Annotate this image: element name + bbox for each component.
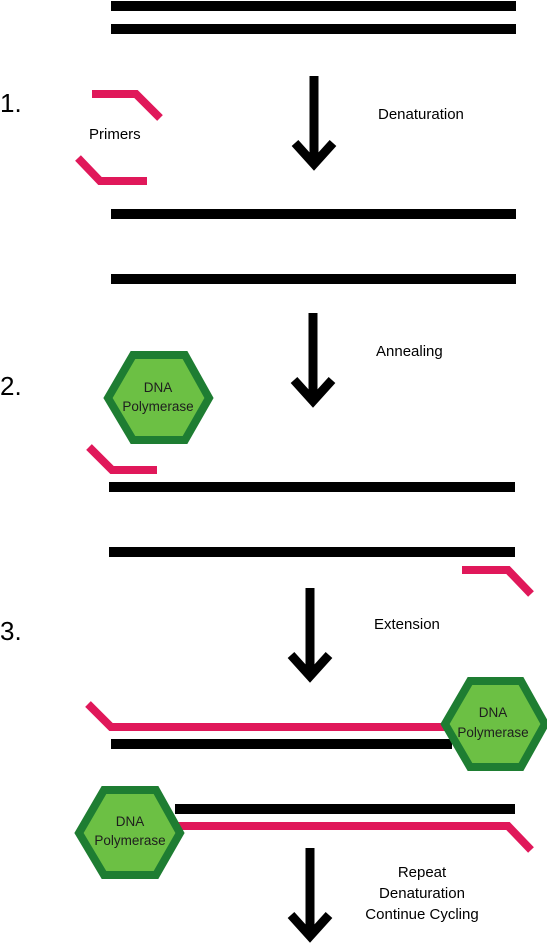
svg-text:Polymerase: Polymerase [94, 833, 165, 848]
repeat-denaturation-label: Denaturation [379, 885, 465, 902]
arrow-annealing [294, 313, 332, 401]
primers-label: Primers [89, 126, 141, 143]
svg-text:DNA: DNA [479, 705, 508, 720]
continue-cycling-label: Continue Cycling [365, 906, 478, 923]
step-label-denaturation: Denaturation [378, 106, 464, 123]
svg-text:Polymerase: Polymerase [457, 725, 528, 740]
dna-polymerase-3: DNA Polymerase [74, 786, 185, 879]
svg-text:Polymerase: Polymerase [122, 399, 193, 414]
dna-polymerase-2: DNA Polymerase [440, 677, 547, 771]
step-number-3: 3. [0, 616, 22, 646]
arrow-denaturation [295, 76, 333, 164]
svg-text:DNA: DNA [116, 814, 145, 829]
step-label-annealing: Annealing [376, 343, 443, 360]
arrow-extension [291, 588, 329, 676]
dna-polymerase-1: DNA Polymerase [103, 351, 214, 444]
primer-bottom [75, 155, 147, 185]
step-number-2: 2. [0, 371, 22, 401]
extended-strand-bottom [177, 822, 534, 853]
extended-strand-top [85, 701, 452, 731]
primer-annealed-bottom [462, 566, 534, 597]
svg-text:DNA: DNA [144, 380, 173, 395]
primer-annealed-top [86, 444, 157, 474]
repeat-label: Repeat [398, 864, 447, 881]
arrow-repeat [291, 848, 329, 936]
step-number-1: 1. [0, 88, 22, 118]
step-label-extension: Extension [374, 616, 440, 633]
primer-top [92, 90, 163, 121]
